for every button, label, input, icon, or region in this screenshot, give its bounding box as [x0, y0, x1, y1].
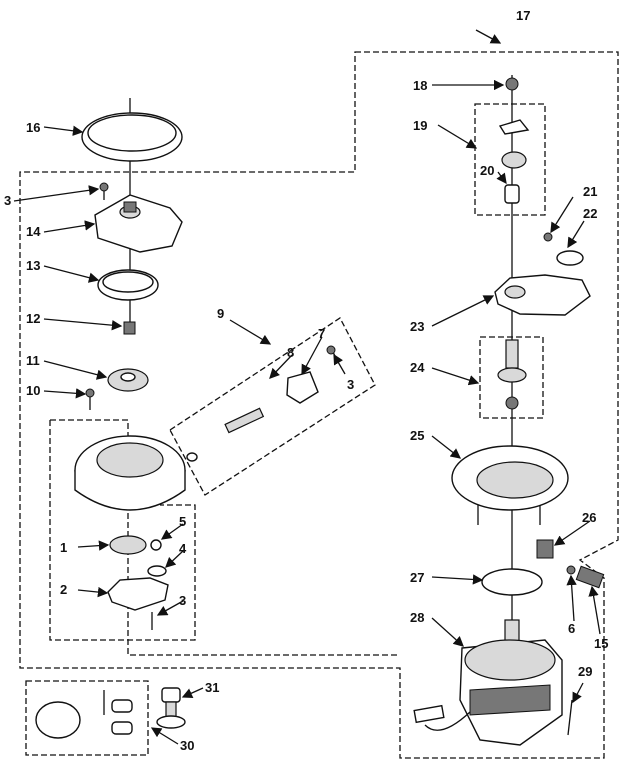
part-31-plug [156, 687, 186, 729]
label-3-group-9: 3 [347, 377, 354, 392]
label-15: 15 [594, 636, 608, 651]
part-18-nut [505, 77, 519, 91]
part-5-ball [150, 539, 162, 551]
label-16: 16 [26, 120, 40, 135]
label-4: 4 [179, 541, 187, 556]
label-22: 22 [583, 206, 597, 221]
part-20-bushing [504, 184, 520, 204]
label-23: 23 [410, 319, 424, 334]
label-29: 29 [578, 664, 592, 679]
group-30-boundary [25, 680, 149, 756]
group-9-boundary [169, 317, 376, 496]
part-30-seal-lower [111, 721, 133, 735]
label-6-right: 6 [568, 621, 575, 636]
label-24: 24 [410, 360, 425, 375]
part-21-screw [543, 232, 553, 242]
group-17-boundary [19, 51, 619, 759]
label-28: 28 [410, 610, 424, 625]
part-6-nut [566, 565, 576, 575]
part-13-seal-ring [97, 269, 159, 301]
label-26: 26 [582, 510, 596, 525]
part-30-seal-upper [111, 699, 133, 713]
leader-lines [13, 29, 601, 745]
label-18: 18 [413, 78, 427, 93]
part-14-plate [94, 194, 183, 253]
label-11: 11 [26, 353, 40, 368]
label-12: 12 [26, 311, 40, 326]
label-10: 10 [26, 383, 40, 398]
part-3-screw-group-9-head [326, 345, 336, 355]
label-9: 9 [217, 306, 224, 321]
part-30-gasket-ring [35, 701, 81, 739]
label-27: 27 [410, 570, 424, 585]
part-22-gasket [556, 250, 584, 266]
label-21: 21 [583, 184, 597, 199]
label-17: 17 [516, 8, 530, 23]
part-8-valve-stem [186, 407, 265, 462]
group-19-boundary [474, 103, 546, 216]
label-5: 5 [179, 514, 186, 529]
label-7: 7 [318, 326, 325, 341]
part-28-motor [459, 619, 563, 746]
part-23-bracket [494, 274, 591, 316]
part-16-ring [81, 112, 183, 162]
group-24-boundary [479, 336, 544, 419]
label-30: 30 [180, 738, 194, 753]
left-lower-group-boundary [50, 419, 397, 656]
label-25: 25 [410, 428, 424, 443]
label-2: 2 [60, 582, 67, 597]
motor-wire-harness [413, 704, 471, 731]
pump-housing [74, 435, 186, 511]
label-13: 13 [26, 258, 40, 273]
part-12-bolt [123, 321, 136, 335]
part-4-oring [147, 565, 167, 577]
label-14: 14 [26, 224, 41, 239]
label-20: 20 [480, 163, 494, 178]
part-25-motor-mount [451, 445, 569, 525]
label-19: 19 [413, 118, 427, 133]
part-3-screw-head [99, 182, 109, 192]
part-19-clutch [498, 119, 530, 169]
part-26-switch [536, 539, 554, 559]
label-3-bottom: 3 [179, 593, 186, 608]
label-31: 31 [205, 680, 219, 695]
label-3-top: 3 [4, 193, 11, 208]
left-lower-inner-boundary [49, 420, 196, 641]
part-1-gear [109, 535, 147, 555]
part-7-cap [286, 371, 319, 404]
label-1: 1 [60, 540, 67, 555]
part-24-shaft [497, 339, 527, 410]
part-27-disc [481, 568, 543, 596]
part-15-connector [575, 565, 605, 589]
label-8: 8 [287, 345, 294, 360]
part-2-base [107, 577, 169, 611]
part-29-bolt [567, 699, 573, 736]
part-10-screw-head [85, 388, 95, 398]
part-11-impeller [107, 368, 149, 392]
